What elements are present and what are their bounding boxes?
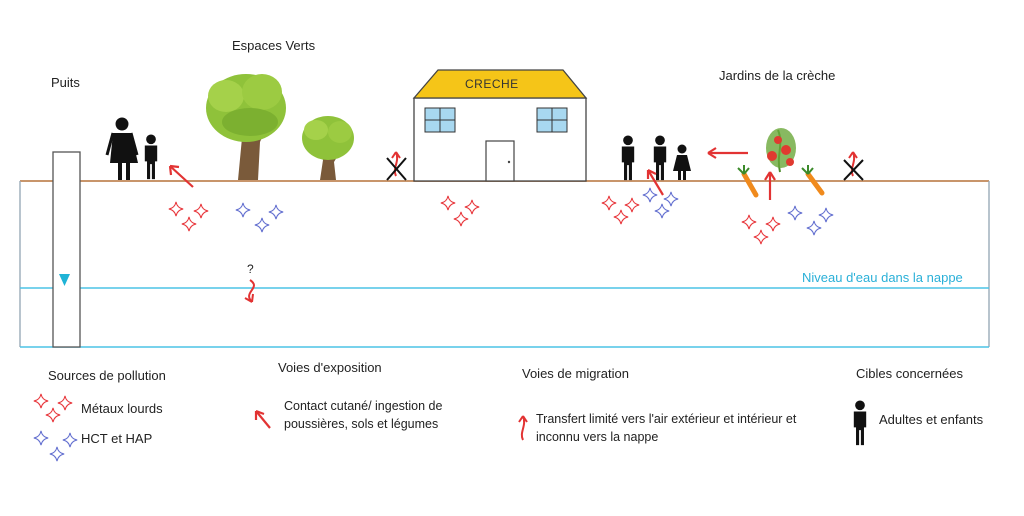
legend-heavy-metal-icon [33, 393, 73, 423]
legend-targets-description: Adultes et enfants [879, 412, 984, 427]
legend-person-icon [853, 400, 867, 446]
exposure-arrow-3 [707, 147, 748, 159]
legend-migration-title: Voies de migration [522, 366, 629, 381]
exposure-arrow-2 [646, 169, 664, 196]
unknown-marker: ? [247, 262, 254, 276]
carrot-icon-2 [801, 165, 825, 196]
creche-door [485, 140, 515, 182]
legend-exposure-arrow-icon [254, 409, 271, 429]
water-level-label: Niveau d'eau dans la nappe [802, 270, 963, 285]
tomato-plant-icon [766, 128, 796, 173]
water-triangle-icon [59, 274, 70, 286]
exposure-arrow-1 [168, 164, 194, 188]
child-girl-icon [673, 144, 691, 180]
unknown-migration-arrow [244, 279, 255, 303]
well-label: Puits [51, 75, 80, 90]
legend-exposure-title: Voies d'exposition [278, 360, 382, 375]
legend-migration-arrow-icon [518, 415, 528, 441]
migration-blocked-2 [843, 151, 864, 181]
heavy-metal-sources [168, 195, 781, 245]
woman-icon [105, 117, 139, 180]
legend-hydrocarbon-icon [33, 430, 78, 462]
legend-migration-description: Transfert limité vers l'air extérieur et… [536, 412, 797, 444]
adult-icon [621, 135, 635, 181]
people-near-creche [621, 135, 691, 181]
green-spaces-label: Espaces Verts [232, 38, 316, 53]
cross-icon [386, 157, 407, 181]
legend-heavy-metals-label: Métaux lourds [81, 401, 163, 416]
tree-icon-small [302, 116, 354, 180]
well [52, 151, 81, 348]
legend-sources-title: Sources de pollution [48, 368, 166, 383]
creche-building [412, 69, 588, 182]
soil-box [19, 180, 990, 348]
creche-gardens-label: Jardins de la crèche [719, 68, 836, 83]
hydrocarbon-sources [235, 187, 834, 236]
cross-icon [843, 159, 864, 181]
creche-roof [412, 69, 588, 99]
legend-hydrocarbons-label: HCT et HAP [81, 431, 153, 446]
people-near-well [105, 117, 158, 180]
legend-targets-title: Cibles concernées [856, 366, 963, 381]
child-icon [144, 134, 158, 180]
carrot-icon-1 [737, 165, 759, 198]
legend-exposure-description: Contact cutané/ ingestion de poussières,… [284, 399, 443, 431]
tree-icon-large [206, 74, 286, 180]
exposure-arrow-4 [764, 171, 776, 200]
migration-blocked-1 [386, 151, 407, 181]
creche-sign: CRECHE [465, 77, 519, 91]
